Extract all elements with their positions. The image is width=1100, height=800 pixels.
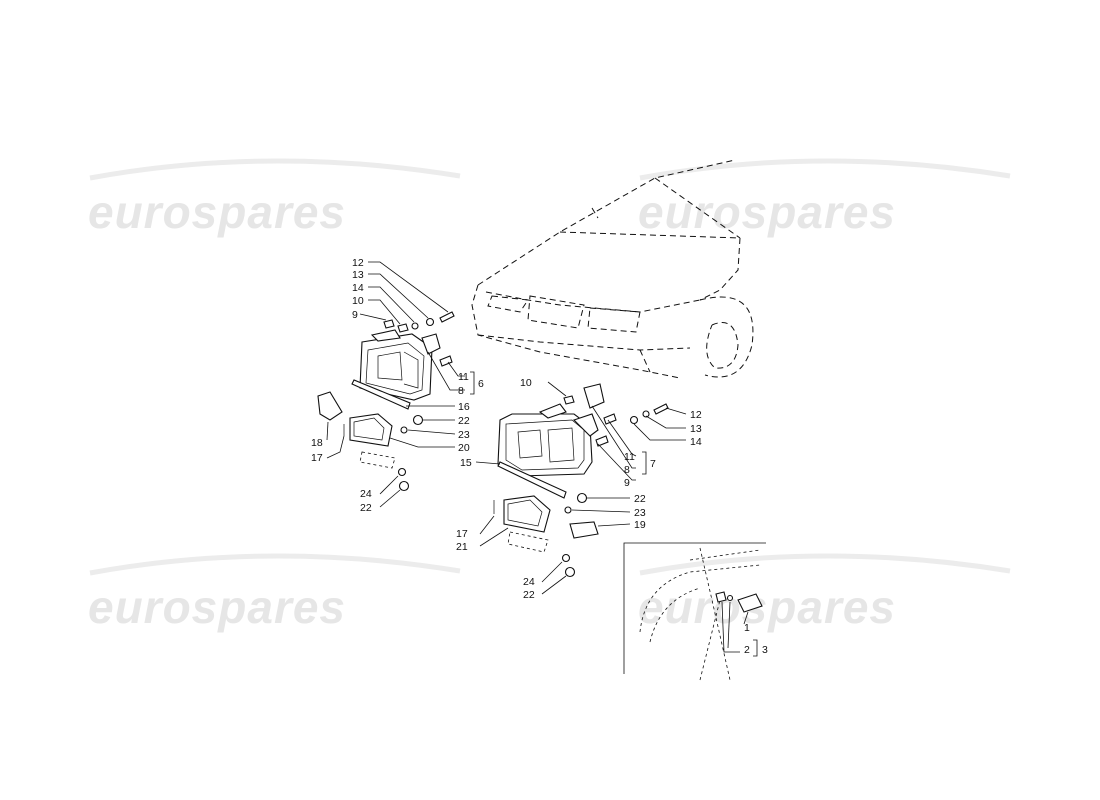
callout-22-lower: 22 [360, 502, 372, 514]
callout-24: 24 [360, 488, 372, 500]
callout-15: 15 [460, 457, 472, 469]
left-spring [411, 322, 419, 330]
right-washer [629, 415, 639, 425]
callout-11: 11 [458, 371, 469, 383]
callout-16: 16 [458, 401, 470, 413]
left-nut-22 [412, 414, 424, 426]
callout-17: 17 [456, 528, 468, 540]
right-fog-lamp [503, 495, 551, 533]
left-leaders [326, 261, 475, 508]
left-bulb-10 [397, 323, 409, 333]
right-adjuster-bulb [583, 383, 605, 409]
right-leaders [475, 381, 687, 595]
right-bulb-11 [603, 413, 617, 425]
left-screw [439, 311, 455, 323]
right-headlamp [497, 403, 599, 477]
inset-frame [623, 542, 766, 674]
callout-24: 24 [523, 576, 535, 588]
callout-6: 6 [478, 378, 484, 390]
inset-bulb-holder [715, 591, 727, 603]
right-bulb-10 [563, 395, 575, 405]
callout-3: 3 [762, 644, 768, 656]
callout-23: 23 [634, 507, 646, 519]
watermark-bottom-right: eurospares [638, 581, 896, 633]
callout-21: 21 [456, 541, 468, 553]
left-headlamp [359, 329, 433, 401]
watermark-top-right: eurospares [638, 186, 896, 238]
right-trim-strip [497, 461, 567, 499]
left-callouts: 12 13 14 10 9 11 8 6 16 22 23 20 18 17 2… [311, 257, 484, 514]
callout-14: 14 [690, 436, 702, 448]
left-bulb-9 [383, 319, 395, 329]
right-nut-22 [576, 492, 588, 504]
callout-1: 1 [744, 622, 750, 634]
callout-22: 22 [458, 415, 470, 427]
right-callouts: 10 12 13 14 11 8 7 9 15 22 23 19 17 21 2… [456, 377, 702, 601]
left-washer [425, 317, 435, 327]
inset-side-repeater [737, 593, 763, 613]
callout-9: 9 [352, 309, 358, 321]
callout-12: 12 [352, 257, 364, 269]
callout-10: 10 [520, 377, 532, 389]
watermarks: eurospares eurospares eurospares eurospa… [88, 158, 1011, 633]
callout-23: 23 [458, 429, 470, 441]
watermark-top-left: eurospares [88, 186, 346, 238]
callout-18: 18 [311, 437, 323, 449]
left-fog-lamp [349, 413, 393, 447]
right-bulb-9 [595, 435, 609, 447]
callout-10: 10 [352, 295, 364, 307]
callout-8: 8 [624, 464, 630, 476]
watermark-bottom-left: eurospares [88, 581, 346, 633]
callout-11: 11 [624, 451, 635, 463]
callout-17: 17 [311, 452, 323, 464]
left-trim-strip [351, 379, 411, 410]
callout-19: 19 [634, 519, 646, 531]
callout-13: 13 [690, 423, 702, 435]
callout-14: 14 [352, 282, 364, 294]
callout-9: 9 [624, 477, 630, 489]
car-outline [471, 159, 754, 379]
right-assembly [493, 383, 669, 578]
callout-2: 2 [744, 644, 750, 656]
callout-7: 7 [650, 458, 656, 470]
inset-detail: 1 2 3 [623, 542, 768, 681]
right-side-lamp [569, 521, 599, 539]
callout-8: 8 [458, 385, 464, 397]
callout-20: 20 [458, 442, 470, 454]
left-bulb-11 [439, 355, 453, 367]
left-adjuster-bulb [421, 333, 441, 355]
right-screw [653, 403, 669, 415]
left-side-lamp [317, 391, 343, 421]
right-spring [642, 410, 650, 418]
callout-12: 12 [690, 409, 702, 421]
callout-22-lower: 22 [523, 589, 535, 601]
left-assembly [317, 311, 455, 492]
callout-22: 22 [634, 493, 646, 505]
right-washer-23 [564, 506, 572, 514]
callout-13: 13 [352, 269, 364, 281]
left-washer-23 [400, 426, 408, 434]
